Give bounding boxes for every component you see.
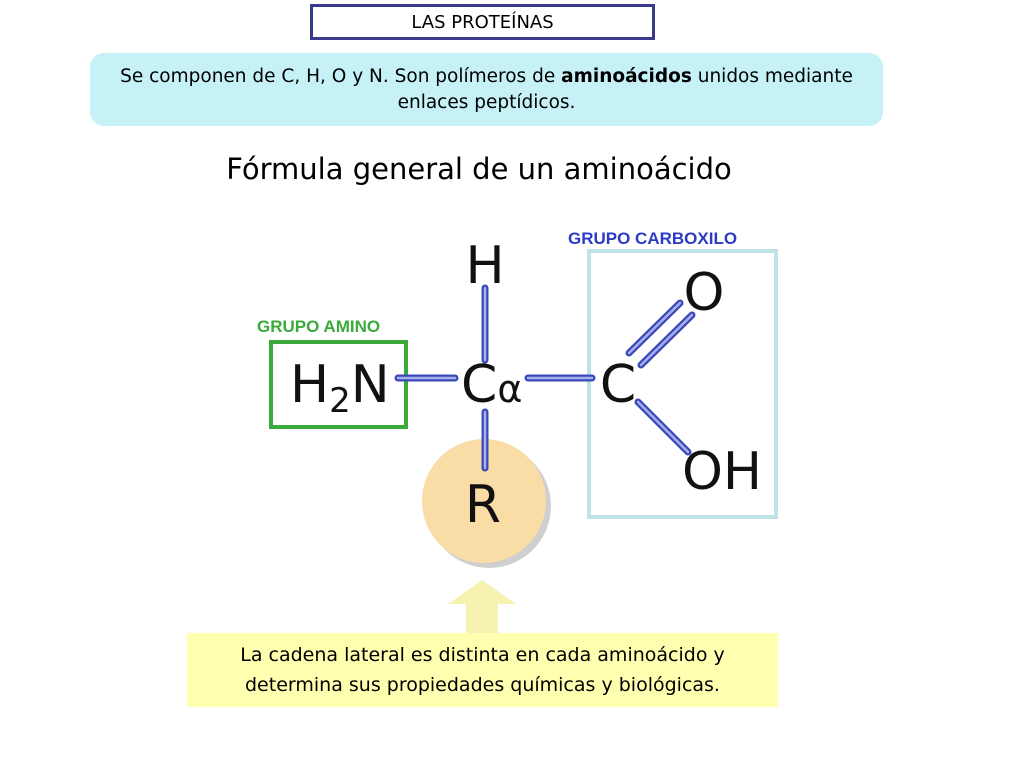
- atom-c: C: [600, 355, 636, 415]
- r-side-chain-circle: [422, 439, 546, 563]
- slide-title: LAS PROTEÍNAS: [310, 4, 655, 40]
- intro-text-end: unidos mediante enlaces peptídicos.: [397, 65, 853, 113]
- atom-oh: OH: [682, 442, 762, 502]
- amino-group-label: GRUPO AMINO: [257, 317, 381, 336]
- atom-amino-n: H2N: [290, 355, 390, 421]
- bonds: [394, 284, 696, 472]
- side-chain-note: La cadena lateral es distinta en cada am…: [187, 633, 778, 707]
- intro-text: Se componen de C, H, O y N. Son polímero…: [90, 53, 883, 126]
- atoms: H H2N Cα C O OH R: [290, 236, 762, 535]
- amino-group-box: [269, 340, 408, 429]
- up-arrow-icon: [448, 580, 516, 637]
- carboxyl-group-label: GRUPO CARBOXILO: [568, 229, 738, 248]
- atom-r: R: [465, 475, 501, 535]
- intro-bold-word: aminoácidos: [561, 65, 692, 87]
- formula-heading: Fórmula general de un aminoácido: [226, 152, 732, 186]
- carboxyl-group-box: [587, 249, 778, 519]
- atom-c-alpha: Cα: [461, 355, 522, 415]
- side-chain-note-text: La cadena lateral es distinta en cada am…: [240, 644, 725, 696]
- atom-h: H: [465, 236, 504, 296]
- intro-text-start: Se componen de C, H, O y N. Son polímero…: [120, 65, 562, 87]
- atom-o: O: [684, 263, 725, 323]
